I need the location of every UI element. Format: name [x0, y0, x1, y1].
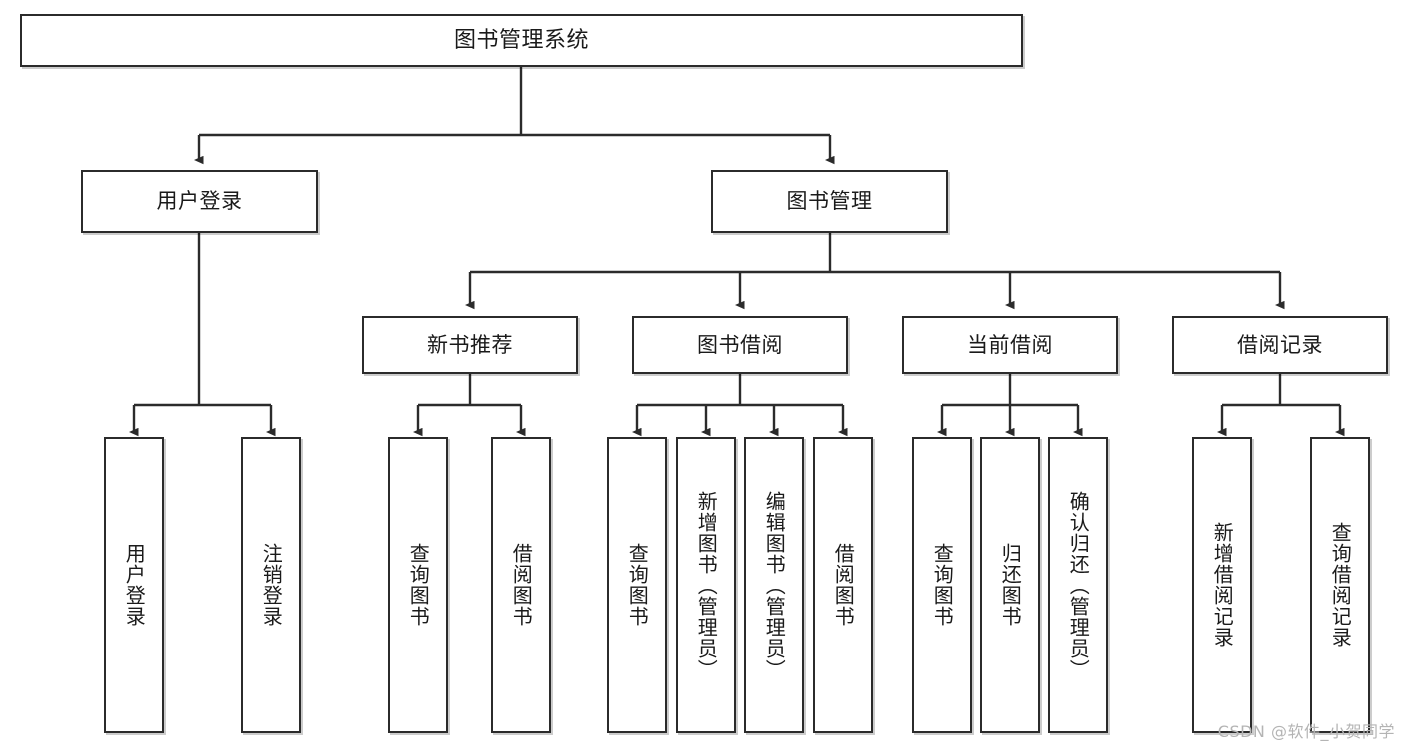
node-label: 归还图书 [998, 543, 1023, 627]
node-label: 新增借阅记录 [1210, 522, 1235, 648]
node-new-book-recommend[interactable]: 新书推荐 [362, 316, 578, 374]
node-label: 图书借阅 [697, 332, 783, 357]
node-label: 用户登录 [156, 189, 243, 214]
leaf-user-login-logout[interactable]: 注销登录 [241, 437, 301, 733]
watermark: CSDN @软件_小贺同学 [1217, 722, 1395, 741]
leaf-borrow-record-add[interactable]: 新增借阅记录 [1192, 437, 1252, 733]
leaf-current-borrow-return[interactable]: 归还图书 [980, 437, 1040, 733]
node-label: 图书管理系统 [453, 27, 589, 53]
node-borrow-record[interactable]: 借阅记录 [1172, 316, 1388, 374]
node-label: 查询图书 [930, 543, 955, 627]
node-label: 编辑图书（管理员） [762, 490, 787, 680]
node-book-borrow[interactable]: 图书借阅 [632, 316, 848, 374]
leaf-new-book-query[interactable]: 查询图书 [388, 437, 448, 733]
node-label: 图书管理 [786, 189, 873, 214]
node-user-login[interactable]: 用户登录 [81, 170, 318, 233]
leaf-book-borrow-borrow[interactable]: 借阅图书 [813, 437, 873, 733]
node-label: 当前借阅 [967, 332, 1053, 357]
node-label: 注销登录 [259, 543, 284, 627]
node-label: 查询图书 [406, 543, 431, 627]
leaf-user-login-login[interactable]: 用户登录 [104, 437, 164, 733]
node-label: 借阅图书 [509, 543, 534, 627]
node-book-management[interactable]: 图书管理 [711, 170, 948, 233]
leaf-book-borrow-query[interactable]: 查询图书 [607, 437, 667, 733]
leaf-borrow-record-query[interactable]: 查询借阅记录 [1310, 437, 1370, 733]
node-label: 查询图书 [625, 543, 650, 627]
node-label: 用户登录 [122, 543, 147, 627]
node-label: 新增图书（管理员） [694, 490, 719, 680]
leaf-book-borrow-add[interactable]: 新增图书（管理员） [676, 437, 736, 733]
node-root[interactable]: 图书管理系统 [20, 14, 1023, 67]
node-label: 借阅记录 [1237, 332, 1323, 357]
node-current-borrow[interactable]: 当前借阅 [902, 316, 1118, 374]
leaf-current-borrow-confirm-return[interactable]: 确认归还（管理员） [1048, 437, 1108, 733]
leaf-new-book-borrow[interactable]: 借阅图书 [491, 437, 551, 733]
leaf-current-borrow-query[interactable]: 查询图书 [912, 437, 972, 733]
leaf-book-borrow-edit[interactable]: 编辑图书（管理员） [744, 437, 804, 733]
node-label: 查询借阅记录 [1328, 522, 1353, 648]
node-label: 确认归还（管理员） [1066, 490, 1091, 680]
node-label: 新书推荐 [427, 332, 513, 357]
node-label: 借阅图书 [831, 543, 856, 627]
